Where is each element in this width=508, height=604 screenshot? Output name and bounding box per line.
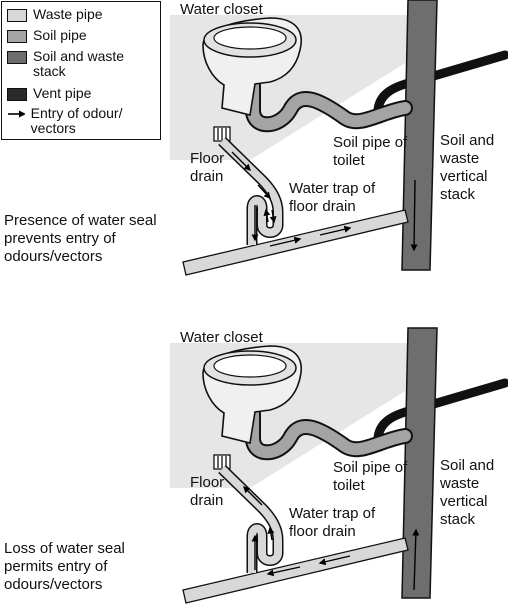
caption-water-seal-present: Presence of water seal prevents entry of…	[4, 212, 157, 265]
vent-pipe-swatch	[7, 88, 27, 101]
legend-item-soil-pipe: Soil pipe	[7, 28, 87, 43]
stack-swatch	[7, 51, 27, 64]
floor-drain-label: Floor drain	[190, 150, 225, 185]
legend: Waste pipe Soil pipe Soil and waste stac…	[1, 1, 161, 140]
water-closet-label: Water closet	[180, 329, 263, 346]
legend-item-stack: Soil and waste stack	[7, 49, 147, 79]
water-closet-label: Water closet	[180, 1, 263, 18]
arrow-right-icon	[8, 110, 25, 118]
stack-label: Soil and waste vertical stack	[440, 457, 495, 528]
floor-drain-label: Floor drain	[190, 474, 225, 509]
caption-water-seal-lost: Loss of water seal permits entry of odou…	[4, 540, 125, 593]
water-trap-label: Water trap of floor drain	[289, 505, 376, 540]
soil-pipe-swatch	[7, 30, 27, 43]
waste-pipe-swatch	[7, 9, 27, 22]
soil-pipe-toilet-label: Soil pipe of toilet	[333, 459, 408, 494]
legend-item-vent-pipe: Vent pipe	[7, 86, 91, 101]
soil-pipe-toilet-label: Soil pipe of toilet	[333, 134, 408, 169]
legend-item-entry: Entry of odour/ vectors	[7, 106, 155, 136]
water-trap-label: Water trap of floor drain	[289, 180, 376, 215]
stack-label: Soil and waste vertical stack	[440, 132, 495, 203]
legend-item-waste-pipe: Waste pipe	[7, 7, 103, 22]
